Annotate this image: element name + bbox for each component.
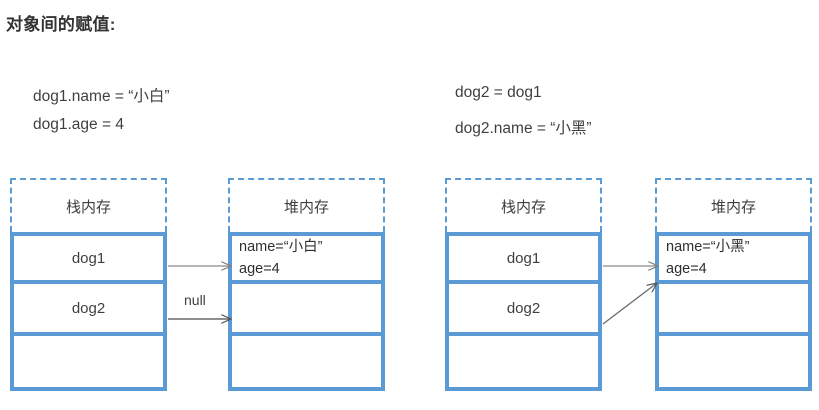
heap-object-field-age: age=4 [239, 261, 280, 277]
code-line-dog1-age: dog1.age = 4 [33, 116, 124, 133]
heap-memory-header: 堆内存 [228, 178, 385, 232]
heap-cell-empty [655, 336, 812, 391]
heap-memory-header: 堆内存 [655, 178, 812, 232]
heap-cell-empty [228, 336, 385, 391]
stack-cell-label: dog1 [506, 249, 541, 267]
stack-cell-dog2: dog2 [10, 284, 167, 336]
code-line-dog1-name: dog1.name = “小白” [33, 88, 170, 105]
stack-cell-label: dog2 [71, 299, 106, 317]
stack-memory-title: 栈内存 [65, 198, 111, 216]
stack-cell-label: dog2 [506, 299, 541, 317]
stack-memory-header: 栈内存 [10, 178, 167, 232]
heap-cell-object-dog: name=“小黑” age=4 [655, 232, 812, 284]
heap-memory-block-after: 堆内存 name=“小黑” age=4 [655, 178, 812, 391]
heap-cell-empty [655, 284, 812, 336]
stack-cell-dog1: dog1 [10, 232, 167, 284]
heap-object-field-name: name=“小白” [239, 239, 323, 255]
stack-memory-header: 栈内存 [445, 178, 602, 232]
heap-memory-title: 堆内存 [710, 198, 756, 216]
heap-memory-title: 堆内存 [283, 198, 329, 216]
null-label: null [184, 292, 206, 308]
stack-cell-dog2: dog2 [445, 284, 602, 336]
arrow-dog2-to-object-after [602, 283, 657, 325]
stack-cell-dog1: dog1 [445, 232, 602, 284]
stack-cell-empty [10, 336, 167, 391]
code-line-dog2-assign: dog2 = dog1 [455, 84, 542, 101]
page-title: 对象间的赋值: [6, 15, 116, 34]
stack-memory-title: 栈内存 [500, 198, 546, 216]
code-line-dog2-name: dog2.name = “小黑” [455, 120, 592, 137]
stack-cell-label: dog1 [71, 249, 106, 267]
heap-cell-object-dog: name=“小白” age=4 [228, 232, 385, 284]
heap-cell-empty [228, 284, 385, 336]
stack-memory-block-after: 栈内存 dog1 dog2 [445, 178, 602, 391]
stack-memory-block-before: 栈内存 dog1 dog2 [10, 178, 167, 391]
heap-object-field-name: name=“小黑” [666, 239, 750, 255]
heap-object-field-age: age=4 [666, 261, 707, 277]
stack-cell-empty [445, 336, 602, 391]
heap-memory-block-before: 堆内存 name=“小白” age=4 [228, 178, 385, 391]
